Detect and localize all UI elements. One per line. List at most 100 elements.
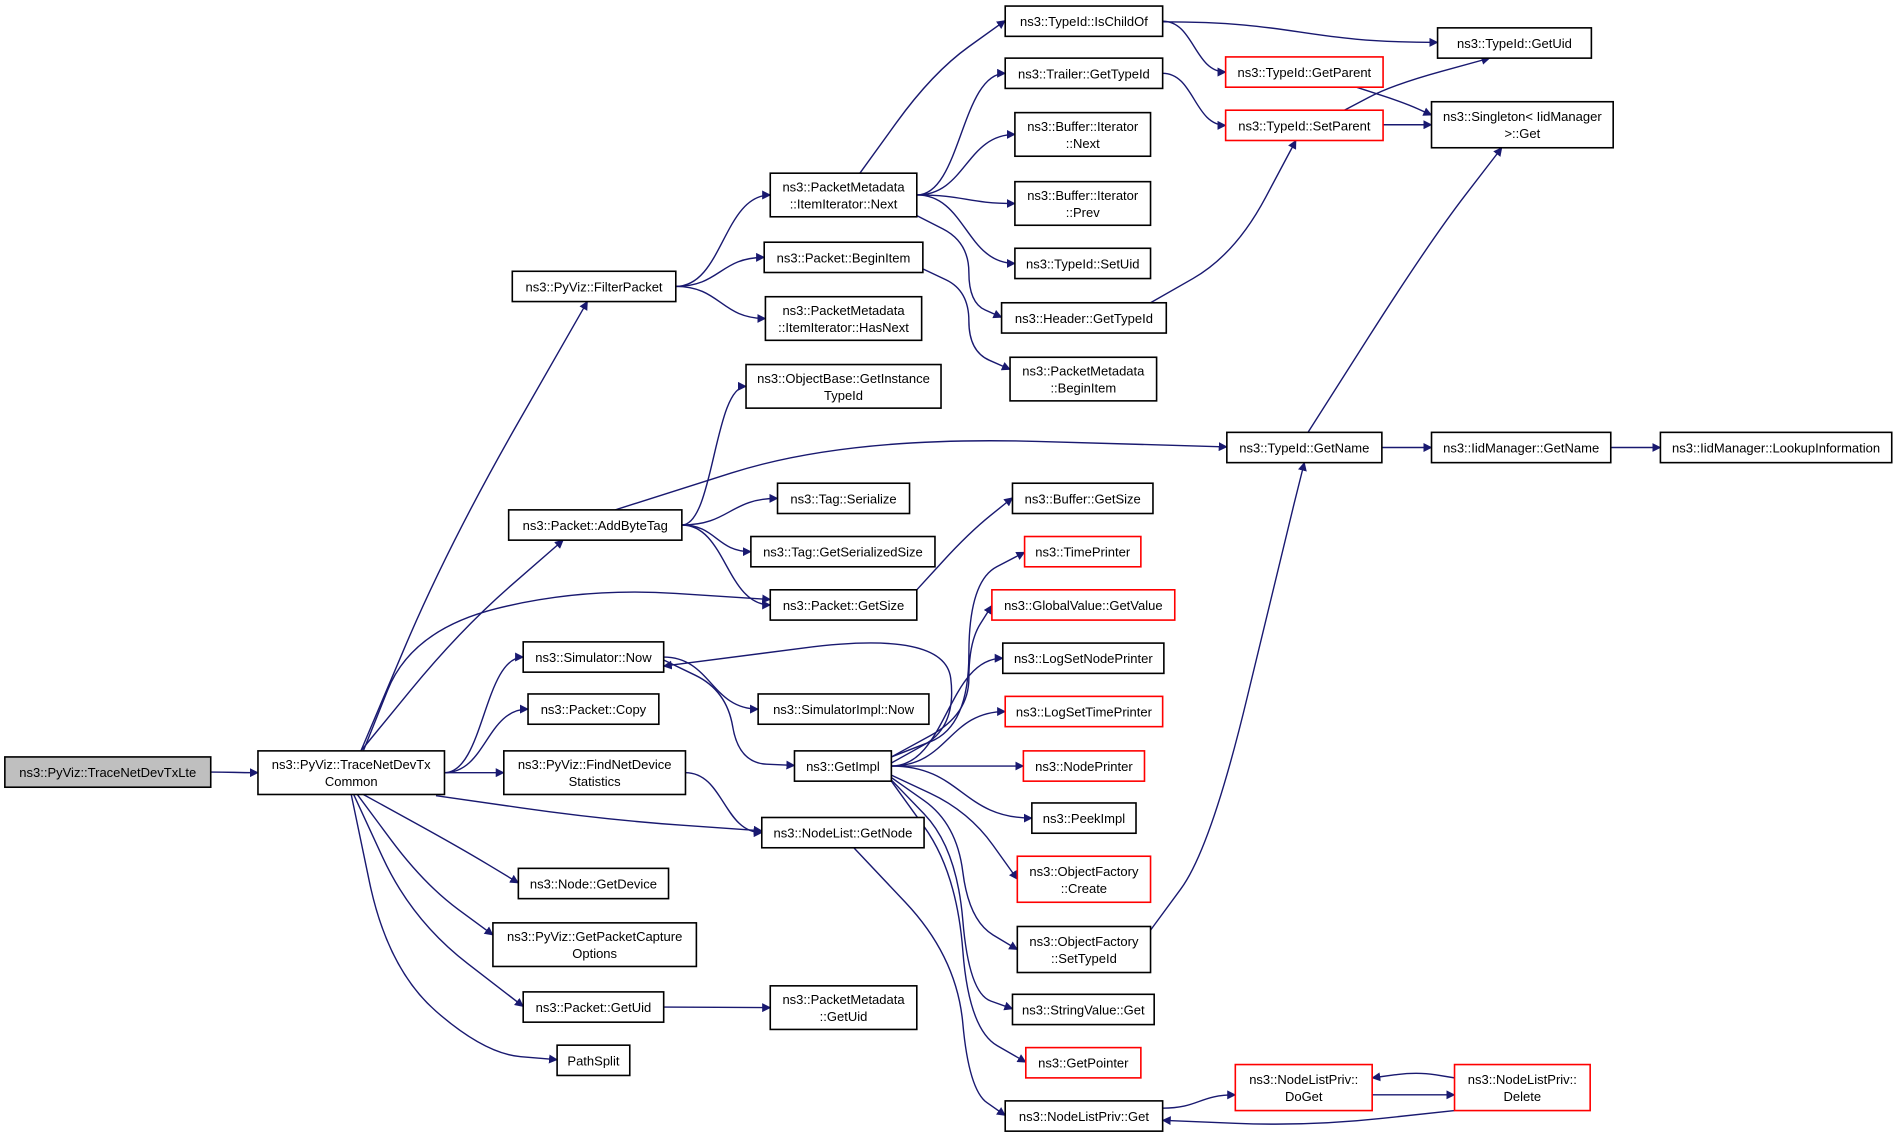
node-label: ns3::Header::GetTypeId [1015,311,1153,326]
node-nodeListGetNode[interactable]: ns3::NodeList::GetNode [760,816,925,849]
node-nodeListPrivGet[interactable]: ns3::NodeListPriv::Get [1004,1100,1164,1132]
node-box [1009,356,1158,402]
node-label: ns3::PyViz::TraceNetDevTxLte [19,765,196,780]
node-label: ns3::PyViz::TraceNetDevTx [272,757,431,772]
node-label: ns3::TypeId::GetParent [1237,65,1371,80]
node-traceNetDevTxLte[interactable]: ns3::PyViz::TraceNetDevTxLte [4,756,212,789]
node-bufferIteratorPrev[interactable]: ns3::Buffer::Iterator::Prev [1014,180,1152,227]
node-label: ns3::LogSetTimePrinter [1016,705,1153,720]
edge-getImpl-to-peekImpl [891,765,1033,823]
node-typeIdSetUid[interactable]: ns3::TypeId::SetUid [1014,247,1152,280]
edge-getImpl-to-globalValueGetValue [891,604,993,758]
edge-itemIteratorNext-to-bufferIteratorNext [916,129,1016,196]
edge-traceNetDevTxCommon-to-addByteTag [360,539,564,752]
node-logSetTimePrinter[interactable]: ns3::LogSetTimePrinter [1004,695,1164,728]
node-box [1016,925,1152,974]
node-getPointer[interactable]: ns3::GetPointer [1024,1046,1142,1079]
node-label: ns3::SimulatorImpl::Now [773,702,914,717]
node-box [1436,27,1593,59]
edge-addByteTag-to-typeIdGetName [615,440,1228,511]
node-logSetNodePrinter[interactable]: ns3::LogSetNodePrinter [1001,642,1165,675]
edge-getImpl-to-timePrinter [891,551,1026,758]
node-pathSplit[interactable]: PathSplit [556,1044,631,1077]
node-addByteTag[interactable]: ns3::Packet::AddByteTag [507,509,683,541]
node-box [1024,1046,1142,1079]
node-getImpl[interactable]: ns3::GetImpl [793,750,893,782]
node-timePrinter[interactable]: ns3::TimePrinter [1023,535,1142,568]
node-globalValueGetValue[interactable]: ns3::GlobalValue::GetValue [991,589,1176,621]
node-objectFactorySetTypeId[interactable]: ns3::ObjectFactory::SetTypeId [1016,925,1152,974]
node-headerGetTypeId[interactable]: ns3::Header::GetTypeId [1000,301,1168,334]
node-box [1430,100,1614,149]
edge-getImpl-to-objectFactoryCreate [891,774,1018,880]
node-itemIteratorHasNext[interactable]: ns3::PacketMetadata::ItemIterator::HasNe… [764,295,923,342]
node-bufferGetSize[interactable]: ns3::Buffer::GetSize [1011,482,1154,515]
node-trailerGetTypeId[interactable]: ns3::Trailer::GetTypeId [1004,57,1164,90]
node-box [1014,111,1152,158]
node-tagGetSerializedSize[interactable]: ns3::Tag::GetSerializedSize [750,535,936,568]
node-stringValueGet[interactable]: ns3::StringValue::Get [1011,993,1155,1026]
node-bufferIteratorNext[interactable]: ns3::Buffer::Iterator::Next [1014,111,1152,158]
node-itemIteratorNext[interactable]: ns3::PacketMetadata::ItemIterator::Next [769,172,918,218]
edge-traceNetDevTxCommon-to-packetGetSize [362,591,772,752]
node-label: ns3::IidManager::GetName [1443,441,1599,456]
node-label: ns3::GetPointer [1038,1056,1129,1071]
node-box [769,589,918,621]
node-label: ns3::NodeListPriv:: [1468,1072,1577,1087]
edge-objectFactorySetTypeId-to-typeIdGetName [1149,461,1307,931]
node-label: ns3::Tag::Serialize [790,491,896,506]
node-nodePrinter[interactable]: ns3::NodePrinter [1022,750,1146,782]
node-box [1004,5,1164,38]
edge-nodeListPrivDelete-to-nodeListPrivGet [1161,1109,1455,1126]
node-label: ns3::TypeId::GetUid [1457,36,1572,51]
node-simulatorNow[interactable]: ns3::Simulator::Now [522,641,665,673]
node-label: ns3::Singleton< IidManager [1443,109,1602,124]
node-singletonGet[interactable]: ns3::Singleton< IidManager>::Get [1430,100,1614,149]
node-nodeListPrivDoGet[interactable]: ns3::NodeListPriv::DoGet [1234,1063,1373,1112]
node-packetCopy[interactable]: ns3::Packet::Copy [527,693,660,726]
node-packetMetadataGetUid[interactable]: ns3::PacketMetadata::GetUid [769,985,918,1031]
node-typeIdGetParent[interactable]: ns3::TypeId::GetParent [1224,56,1384,88]
node-box [522,641,665,673]
node-label: ::ItemIterator::HasNext [778,320,909,335]
node-packetGetSize[interactable]: ns3::Packet::GetSize [769,589,918,621]
node-typeIdIsChildOf[interactable]: ns3::TypeId::IsChildOf [1004,5,1164,38]
node-packetGetUid[interactable]: ns3::Packet::GetUid [522,991,665,1023]
node-box [769,985,918,1031]
node-box [1004,1100,1164,1132]
node-iidManagerGetName[interactable]: ns3::IidManager::GetName [1430,431,1612,464]
node-packetBeginItem[interactable]: ns3::Packet::BeginItem [763,241,924,274]
node-packetMetadataBeginItem[interactable]: ns3::PacketMetadata::BeginItem [1009,356,1158,402]
node-box [1031,802,1137,835]
edge-nodeListPrivGet-to-nodeListPrivDoGet [1162,1090,1237,1109]
edge-itemIteratorNext-to-bufferIteratorPrev [916,194,1016,208]
node-typeIdSetParent[interactable]: ns3::TypeId::SetParent [1224,109,1384,142]
node-nodeGetDevice[interactable]: ns3::Node::GetDevice [517,867,670,900]
node-label: ns3::StringValue::Get [1022,1002,1145,1017]
node-box [1011,993,1155,1026]
node-objectFactoryCreate[interactable]: ns3::ObjectFactory::Create [1016,855,1152,904]
node-label: ns3::TypeId::SetParent [1238,118,1371,133]
nodes-layer: ns3::PyViz::TraceNetDevTxLtens3::PyViz::… [4,5,1893,1132]
node-label: ::BeginItem [1050,381,1116,396]
node-simulatorImplNow[interactable]: ns3::SimulatorImpl::Now [757,693,930,726]
node-nodeListPrivDelete[interactable]: ns3::NodeListPriv::Delete [1453,1063,1591,1112]
node-box [503,750,687,796]
node-label: ns3::PacketMetadata [782,992,905,1007]
node-tagSerialize[interactable]: ns3::Tag::Serialize [776,482,911,515]
node-typeIdGetName[interactable]: ns3::TypeId::GetName [1226,431,1383,464]
edge-traceNetDevTxCommon-to-nodeGetDevice [362,793,520,884]
node-typeIdGetUid[interactable]: ns3::TypeId::GetUid [1436,27,1593,59]
node-label: ns3::PyViz::FindNetDevice [518,757,672,772]
node-peekImpl[interactable]: ns3::PeekImpl [1031,802,1137,835]
node-box [527,693,660,726]
node-label: ::GetUid [820,1009,868,1024]
node-filterPacket[interactable]: ns3::PyViz::FilterPacket [511,270,677,303]
edge-getImpl-to-logSetNodePrinter [891,653,1004,767]
node-lookupInformation[interactable]: ns3::IidManager::LookupInformation [1659,431,1893,464]
edge-traceNetDevTxLte-to-traceNetDevTxCommon [210,768,259,778]
